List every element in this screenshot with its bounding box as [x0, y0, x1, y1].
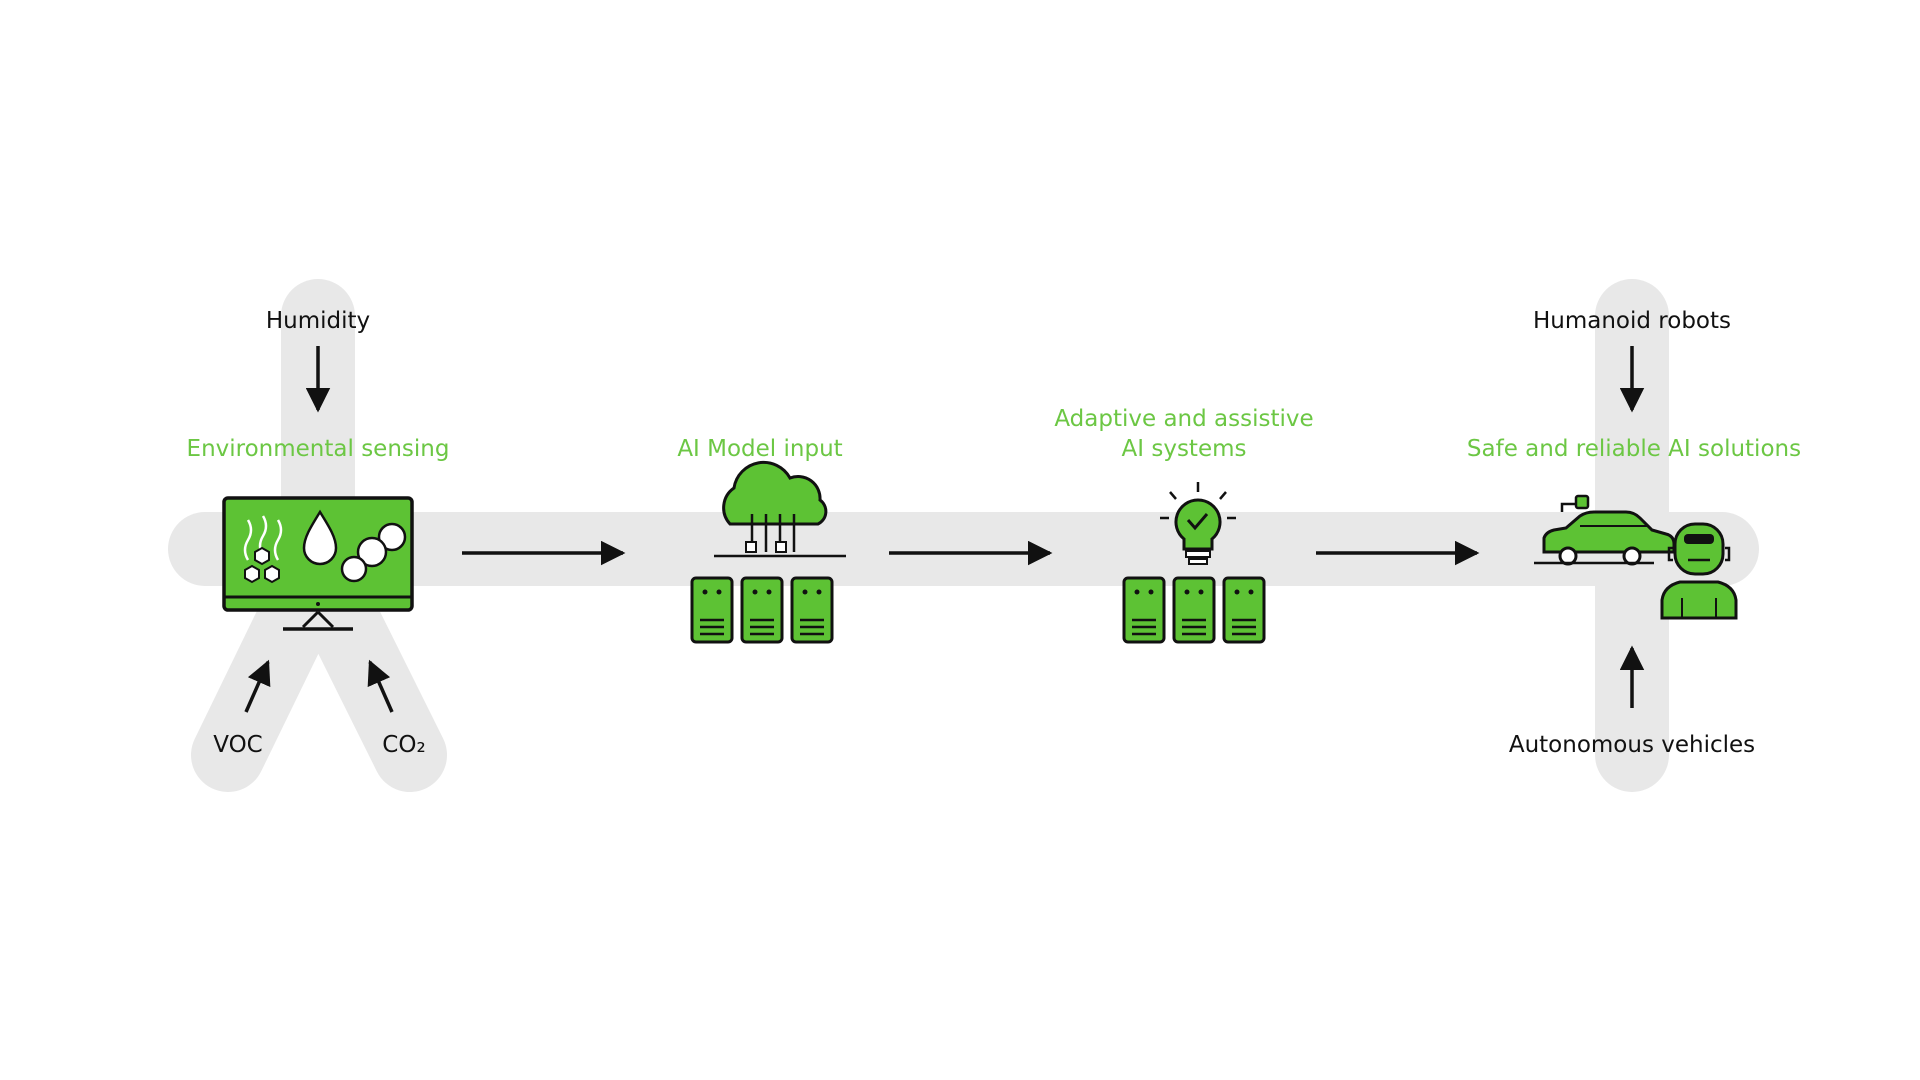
stage-title-adaptive-line1: Adaptive and assistive — [1054, 406, 1313, 432]
autonomous-vehicles-label: Autonomous vehicles — [1509, 732, 1755, 758]
car-robot-icon — [1534, 494, 1738, 620]
co2-label: CO₂ — [382, 732, 425, 758]
humidity-label: Humidity — [266, 308, 370, 334]
lightbulb-server-icon — [1122, 482, 1266, 644]
stage-title-ai-model-input: AI Model input — [677, 436, 842, 462]
voc-arrow — [244, 659, 271, 713]
car-icon — [1534, 494, 1676, 566]
humanoid-robots-label: Humanoid robots — [1533, 308, 1731, 334]
stage-title-adaptive-line2: AI systems — [1122, 436, 1247, 462]
background-track — [168, 279, 1759, 792]
robot-icon — [1660, 522, 1738, 620]
stage-title-environmental-sensing: Environmental sensing — [187, 436, 450, 462]
cloud-server-icon — [690, 460, 846, 644]
monitor-icon — [222, 496, 414, 631]
stage-title-safe-solutions: Safe and reliable AI solutions — [1467, 436, 1801, 462]
voc-label: VOC — [213, 732, 263, 758]
co2-arrow — [367, 659, 394, 713]
